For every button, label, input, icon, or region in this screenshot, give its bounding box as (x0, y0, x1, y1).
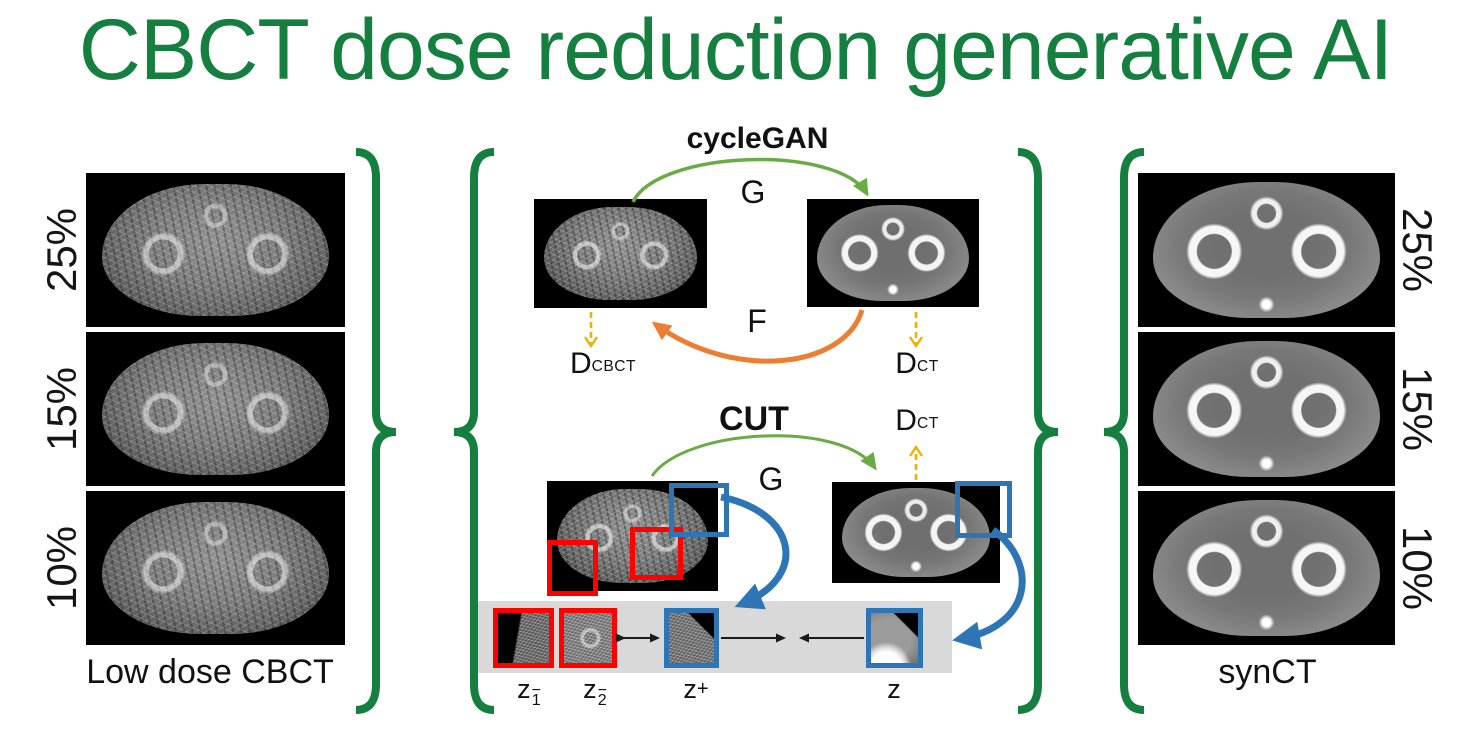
patch-label-z-query: z (864, 672, 924, 706)
positive-patch-curved-arrow (720, 493, 790, 610)
left-dose-label-25: 25% (38, 207, 85, 293)
query-patch-roi (955, 481, 1012, 538)
d-ct-base-cut: D (895, 404, 917, 437)
negative-patch-roi-1 (547, 540, 598, 596)
d-cbct-base: D (569, 347, 592, 380)
z2-bar: − (597, 681, 607, 699)
patch-z-positive (664, 608, 719, 668)
patch-label-z2: z−2 (565, 672, 625, 709)
cyclegan-cbct-image (534, 199, 707, 308)
cyclegan-inverse-label: F (747, 302, 767, 339)
page-title: CBCT dose reduction generative AI (78, 1, 1394, 98)
cyclegan-title: cycleGAN (686, 122, 829, 155)
patch-label-z-positive: z+ (666, 672, 726, 706)
patch-z1-negative (493, 608, 554, 668)
synct-image-15 (1138, 332, 1395, 486)
cut-title: CUT (719, 399, 789, 438)
zq-base: z (887, 673, 901, 704)
brace-middle-close (1017, 148, 1059, 714)
patch-z-query (866, 608, 923, 668)
z2-sub: 2 (597, 691, 607, 709)
right-dose-label-25: 25% (1394, 207, 1441, 293)
cbct-image-10 (86, 491, 345, 645)
right-dose-label-10: 10% (1394, 525, 1441, 611)
d-ct-base: D (895, 347, 917, 380)
cbct-image-25 (86, 173, 345, 327)
cut-generator-label: G (758, 460, 784, 497)
d-ct-sub-cut: CT (916, 414, 939, 432)
negative-patch-roi-2 (630, 527, 683, 580)
z2-base: z (583, 673, 597, 704)
cyclegan-ct-image (807, 199, 979, 307)
cbct-body-25 (101, 183, 330, 317)
left-panel-caption: Low dose CBCT (86, 652, 334, 691)
patch-z2-negative (559, 608, 617, 668)
brace-left-close (355, 148, 397, 714)
z1-bar: − (531, 681, 541, 699)
synct-body-10 (1153, 500, 1380, 636)
cbct-body-10 (101, 501, 330, 635)
z1-sub: 1 (531, 691, 541, 709)
z1-base: z (517, 673, 531, 704)
left-dose-label-15: 15% (38, 366, 85, 452)
patch-label-z1: z−1 (499, 672, 559, 709)
cyclegan-cbct-body (544, 206, 697, 301)
synct-image-10 (1138, 491, 1395, 645)
zp-base: z (683, 673, 697, 704)
cbct-image-15 (86, 332, 345, 486)
synct-body-25 (1153, 182, 1380, 318)
cbct-body-15 (101, 342, 330, 476)
synct-body-15 (1153, 341, 1380, 477)
left-dose-label-10: 10% (38, 525, 85, 611)
d-cbct-sub: CBCT (591, 357, 637, 375)
d-ct-sub: CT (916, 357, 939, 375)
right-dose-label-15: 15% (1394, 366, 1441, 452)
right-panel-caption: synCT (1218, 652, 1317, 691)
synct-image-25 (1138, 173, 1395, 327)
zp-sup: + (696, 678, 709, 700)
positive-patch-roi (669, 483, 729, 537)
cyclegan-generator-label: G (740, 173, 766, 210)
cyclegan-ct-body (817, 205, 969, 301)
